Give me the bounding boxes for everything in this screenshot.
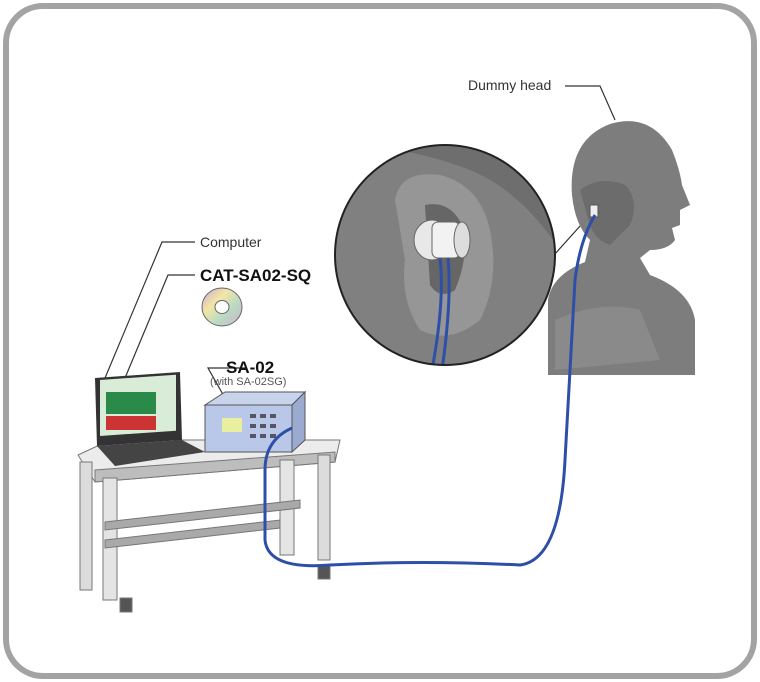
label-device-sub: (with SA-02SG) [210,376,287,388]
ear-magnified-view [334,144,556,366]
sa-02-device [203,390,307,454]
label-software: CAT-SA02-SQ [200,266,312,285]
table [77,439,341,613]
dummy-head [548,121,695,376]
laptop-computer [95,372,205,466]
microphone-cable [263,214,597,568]
label-computer: Computer [200,234,262,250]
label-device: SA-02 [226,358,275,377]
cd-rom-icon [201,287,243,327]
label-dummy-head: Dummy head [468,77,552,93]
